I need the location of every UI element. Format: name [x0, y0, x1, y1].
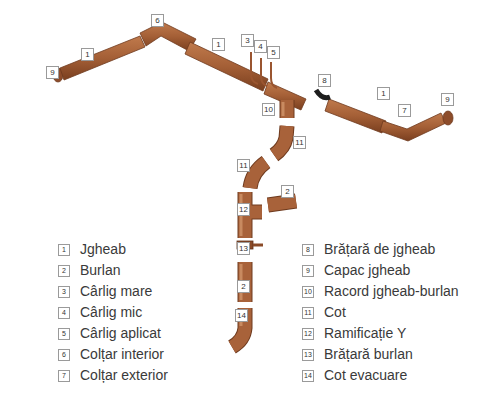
callout-number: 2: [237, 280, 250, 293]
legend-number: 5: [58, 328, 70, 340]
legend-label: Brățară burlan: [324, 346, 413, 362]
callout-number: 14: [235, 309, 248, 322]
callout-number: 11: [293, 136, 306, 149]
legend-number: 10: [302, 286, 314, 298]
legend-label: Cârlig mic: [80, 304, 142, 320]
legend-label: Colțar interior: [80, 346, 164, 362]
legend-number: 3: [58, 286, 70, 298]
legend-number: 11: [302, 307, 314, 319]
callout-number: 5: [267, 46, 280, 59]
legend-label: Cârlig mare: [80, 283, 152, 299]
legend-label: Brățară de jgheab: [324, 241, 435, 257]
callout-number: 4: [254, 40, 267, 53]
legend-number: 14: [302, 370, 314, 382]
callout-number: 2: [281, 185, 294, 198]
legend-label: Ramificație Y: [324, 325, 406, 341]
legend-label: Racord jgheab-burlan: [324, 283, 459, 299]
callout-number: 12: [237, 203, 250, 216]
legend-number: 7: [58, 370, 70, 382]
callout-number: 13: [237, 242, 250, 255]
legend-label: Cot: [324, 304, 346, 320]
callout-number: 6: [151, 14, 164, 27]
legend-label: Cot evacuare: [324, 367, 407, 383]
callout-number: 1: [377, 87, 390, 100]
callout-number: 7: [398, 104, 411, 117]
callout-number: 8: [318, 74, 331, 87]
callout-number: 3: [241, 34, 254, 47]
callout-number: 1: [81, 48, 94, 61]
callout-number: 1: [212, 38, 225, 51]
callout-number: 10: [262, 103, 275, 116]
legend-number: 9: [302, 265, 314, 277]
legend-number: 1: [58, 244, 70, 256]
legend-number: 2: [58, 265, 70, 277]
legend-number: 4: [58, 307, 70, 319]
legend-label: Cârlig aplicat: [80, 325, 161, 341]
legend-label: Colțar exterior: [80, 367, 168, 383]
callout-number: 11: [237, 159, 250, 172]
callout-number: 9: [441, 93, 454, 106]
legend-number: 8: [302, 244, 314, 256]
legend-label: Jgheab: [80, 241, 126, 257]
legend-number: 13: [302, 349, 314, 361]
legend-label: Burlan: [80, 262, 120, 278]
callout-number: 9: [46, 66, 59, 79]
legend-number: 6: [58, 349, 70, 361]
legend-label: Capac jgheab: [324, 262, 410, 278]
legend-number: 12: [302, 328, 314, 340]
